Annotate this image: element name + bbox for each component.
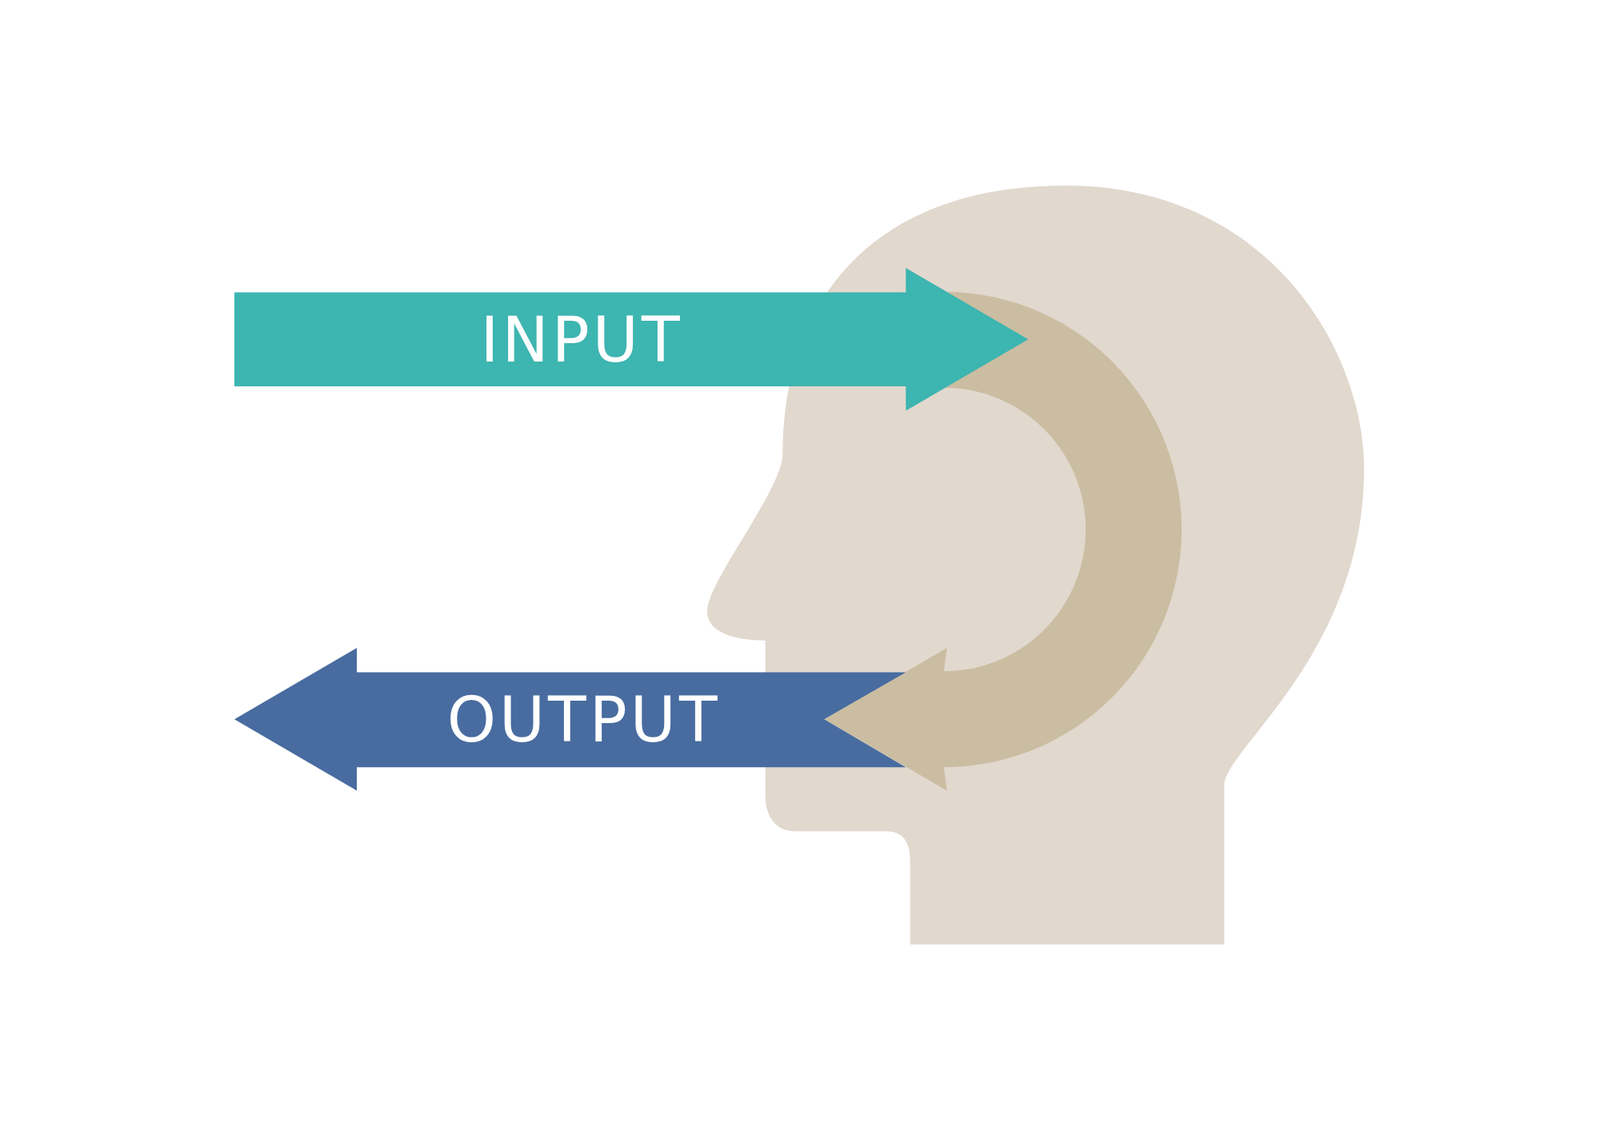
input-arrow: INPUT xyxy=(234,268,1028,412)
output-arrow: OUTPUT xyxy=(234,648,906,792)
arrow-fill xyxy=(234,648,906,792)
arrow-fill xyxy=(234,268,1028,412)
arrow-label: OUTPUT xyxy=(234,672,932,768)
arrow-label: INPUT xyxy=(234,292,928,387)
